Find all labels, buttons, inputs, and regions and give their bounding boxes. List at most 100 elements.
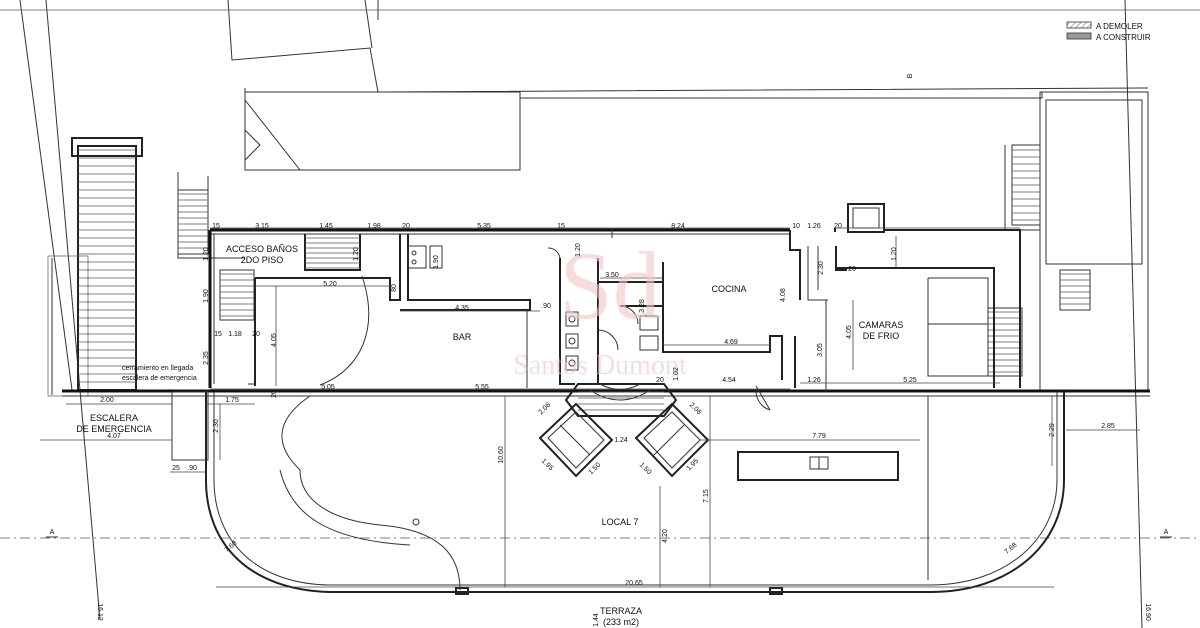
- dim-label: 20.65: [625, 580, 643, 587]
- dim-label: 1.98: [367, 223, 381, 230]
- watermark-monogram: Sd: [559, 232, 660, 339]
- dim-label: 20: [834, 223, 842, 230]
- dim-label: 2.29: [1049, 423, 1056, 437]
- legend-swatch-demoler: [1066, 21, 1092, 29]
- dim-label: 4.35: [455, 305, 469, 312]
- stairs-right: [987, 144, 1091, 377]
- legend: A DEMOLER A CONSTRUIR: [1066, 21, 1151, 42]
- dim-label: 1.45: [319, 223, 333, 230]
- dim-label: 20: [252, 331, 260, 338]
- dim-label: 1.75: [225, 397, 239, 404]
- room-label-local: LOCAL 7: [602, 517, 639, 527]
- watermark: Sd Santos Dumont: [513, 232, 687, 381]
- dim-label: 2.85: [1101, 423, 1115, 430]
- dim-label: 1.20: [203, 247, 210, 261]
- dim-label: 2.06: [688, 402, 703, 417]
- watermark-brand: Santos Dumont: [513, 350, 687, 381]
- room-label-camaras: CAMARAS: [859, 320, 904, 330]
- dim-label: 7.15: [703, 489, 710, 503]
- dim-label: 1.18: [228, 331, 242, 338]
- dim-label: 5.35: [477, 223, 491, 230]
- dim-label: 15: [212, 223, 220, 230]
- room-label-de-frio: DE FRIO: [863, 331, 900, 341]
- dim-label: 16.12: [96, 603, 103, 621]
- dim-label: 5.55: [475, 384, 489, 391]
- dim-label: 1.44: [593, 613, 600, 627]
- dim-label: 2.00: [100, 397, 114, 404]
- dim-label: 1.26: [807, 377, 821, 384]
- dim-label: 1.20: [891, 247, 898, 261]
- dim-label: 4.20: [662, 529, 669, 543]
- dim-label: 4.69: [724, 339, 738, 346]
- dim-label: 1.24: [614, 437, 628, 444]
- dimension-lines: [40, 227, 1140, 588]
- dim-label: 1.50: [638, 462, 653, 477]
- dim-label: 1.26: [807, 223, 821, 230]
- room-label-segundo-piso: 2DO PISO: [241, 255, 284, 265]
- dim-label: .90: [541, 303, 551, 310]
- note-cerramiento-line1: cerramiento en llegada: [122, 365, 193, 372]
- dim-label: 1.20: [353, 247, 360, 261]
- dim-label: 4.05: [846, 325, 853, 339]
- dim-label: 1.90: [203, 289, 210, 303]
- dim-label: 5.20: [323, 281, 337, 288]
- room-label-de-emergencia: DE EMERGENCIA: [76, 424, 152, 434]
- dim-label: 16.90: [1144, 603, 1151, 621]
- section-marks: A A B: [46, 73, 1172, 538]
- dim-label: 7.79: [812, 433, 826, 440]
- dim-label: 25: [172, 465, 180, 472]
- room-labels: ACCESO BAÑOS 2DO PISO BAR COCINA CAMARAS…: [76, 244, 903, 627]
- dim-label: 8.24: [671, 223, 685, 230]
- terrace: [171, 385, 1065, 595]
- room-label-terraza: TERRAZA: [600, 606, 642, 616]
- small-stairs-left: [177, 189, 255, 321]
- room-label-escalera: ESCALERA: [90, 413, 138, 423]
- room-label-acceso-banos: ACCESO BAÑOS: [226, 244, 298, 254]
- legend-swatch-construir: [1066, 32, 1092, 40]
- dim-label: 3.50: [605, 272, 619, 279]
- dim-label: 20: [402, 223, 410, 230]
- dim-label: 3.15: [255, 223, 269, 230]
- dim-label: 4.05: [271, 333, 278, 347]
- dim-label: 4.07: [107, 433, 121, 440]
- bar-area-walls: [248, 234, 531, 388]
- legend-label-construir: A CONSTRUIR: [1096, 33, 1151, 42]
- emergency-stair: [47, 137, 143, 397]
- main-walls: [62, 203, 1150, 397]
- dim-label: 4.08: [780, 288, 787, 302]
- dim-label: 5.25: [903, 377, 917, 384]
- dim-label: 2.30: [818, 261, 825, 275]
- dim-label: 2.30: [213, 419, 220, 433]
- dim-label: 1.95: [540, 458, 555, 473]
- room-label-cocina: COCINA: [711, 284, 746, 294]
- dim-label: 5.05: [321, 384, 335, 391]
- dim-label: 1.20: [575, 243, 582, 257]
- dim-label: 7.68: [1004, 542, 1019, 556]
- dim-label: 20: [271, 390, 278, 398]
- dim-label: 20: [848, 266, 856, 273]
- section-mark-top: B: [907, 73, 914, 78]
- central-stair: [538, 383, 710, 478]
- bathrooms: [547, 228, 663, 385]
- dimension-labels: 15 3.15 1.45 1.98 20 5.35 15 8.24 10 1.2…: [96, 223, 1151, 627]
- room-label-terraza-area: (233 m2): [603, 617, 639, 627]
- dim-label: 2.06: [538, 402, 553, 417]
- dim-label: .90: [187, 465, 197, 472]
- dim-label: 15: [557, 223, 565, 230]
- dim-label: 2.35: [203, 351, 210, 365]
- section-mark-left: A: [50, 529, 55, 536]
- dim-label: 1.50: [588, 462, 603, 477]
- dim-label: 1.90: [433, 255, 440, 269]
- dim-label: 1.02: [673, 367, 680, 381]
- dim-label: 4.54: [722, 377, 736, 384]
- dim-label: 15: [214, 331, 222, 338]
- dim-label: 10: [792, 223, 800, 230]
- dim-label: 3.28: [639, 299, 646, 313]
- room-label-bar: BAR: [453, 332, 472, 342]
- dim-label: 3.05: [817, 343, 824, 357]
- legend-label-demoler: A DEMOLER: [1096, 22, 1143, 31]
- section-mark-right: A: [1164, 529, 1169, 536]
- dim-label: 80: [391, 284, 398, 292]
